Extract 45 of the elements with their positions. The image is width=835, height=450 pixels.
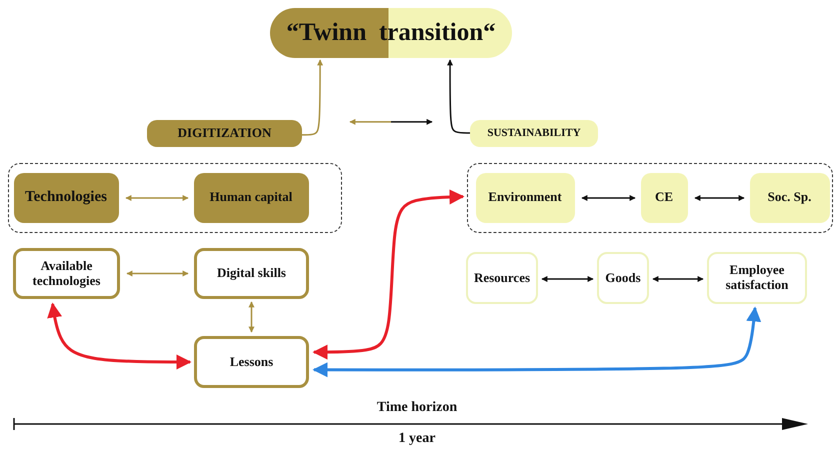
- node-label: Goods: [604, 270, 642, 286]
- node-label: Resources: [472, 270, 532, 286]
- outlined-box: [194, 336, 309, 388]
- outlined-box: [597, 252, 649, 304]
- arrow: [312, 189, 464, 360]
- node-label: Human capital: [208, 190, 294, 205]
- outlined-box: [194, 248, 309, 299]
- category-box: [476, 172, 574, 222]
- outlined-box: [707, 252, 807, 304]
- arrow: [312, 306, 762, 378]
- arrow: [581, 195, 636, 201]
- arrow: [349, 118, 433, 125]
- node-label: Technologies: [24, 188, 108, 206]
- outlined-box: [13, 248, 120, 299]
- node-label: Soc. Sp.: [766, 190, 812, 205]
- axis-label: 1 year: [398, 431, 436, 447]
- arrow: [694, 195, 745, 201]
- category-box: [640, 172, 688, 222]
- node-label: Digital skills: [216, 266, 287, 281]
- node-label: DIGITIZATION: [176, 126, 272, 141]
- arrow: [541, 276, 594, 282]
- category-box: [470, 120, 598, 147]
- category-box: [14, 172, 118, 222]
- category-box: [194, 172, 308, 222]
- arrow: [652, 276, 704, 282]
- arrow: [125, 195, 189, 201]
- arrow: [447, 59, 470, 134]
- node-label: Lessons: [228, 354, 274, 370]
- dashed-group-box: [8, 163, 342, 233]
- node-label: Environment: [487, 190, 563, 205]
- title-text: “Twinn transition“: [285, 18, 497, 48]
- category-box: [147, 120, 302, 147]
- node-label: Available technologies: [32, 258, 102, 288]
- node-label: SUSTAINABILITY: [486, 127, 582, 140]
- category-box: [750, 172, 830, 222]
- axis-title: Time horizon: [376, 400, 458, 416]
- arrow: [126, 270, 189, 276]
- title-pill: [270, 8, 512, 58]
- node-label: Employee satisfaction: [724, 263, 790, 293]
- dashed-group-box: [467, 163, 833, 233]
- arrow: [248, 301, 254, 333]
- arrow: [302, 59, 324, 136]
- outlined-box: [466, 252, 538, 304]
- node-label: CE: [654, 190, 674, 205]
- arrow: [47, 302, 192, 370]
